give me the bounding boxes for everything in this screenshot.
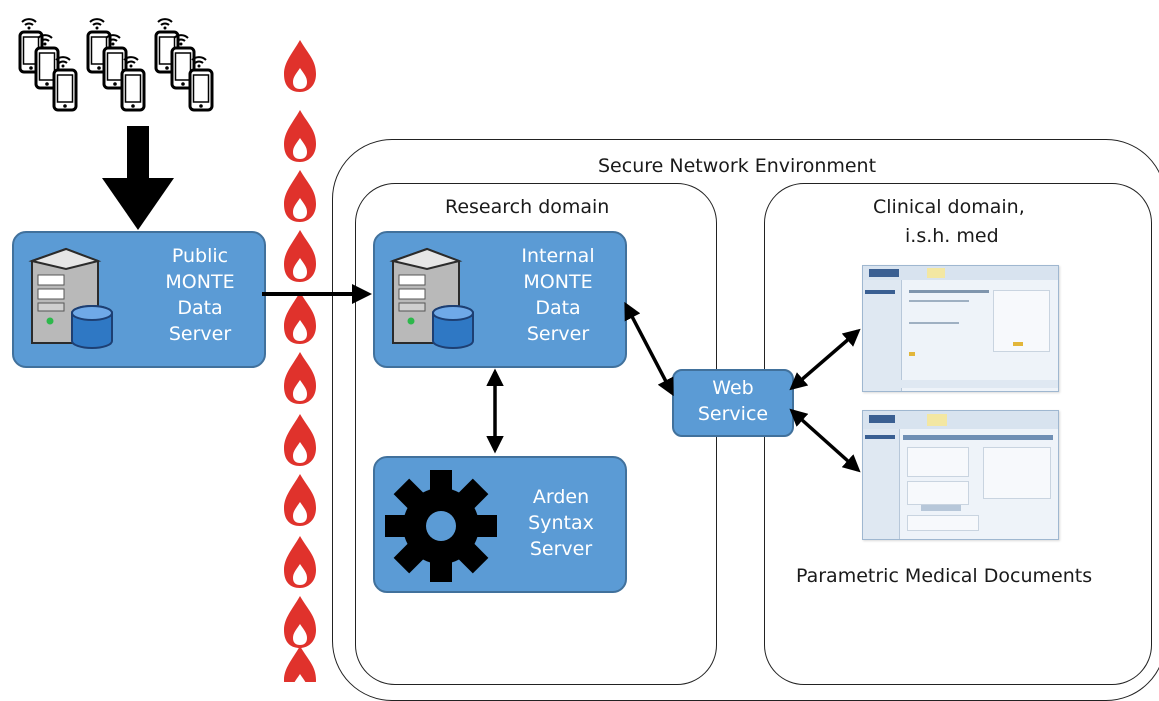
- server-database-icon: [389, 247, 474, 349]
- server-database-icon: [28, 247, 113, 349]
- label-line: Data: [535, 297, 581, 319]
- web-service: Web Service: [672, 369, 794, 437]
- internal-server-label: Internal MONTE Data Server: [503, 243, 613, 347]
- gear-icon: [385, 470, 497, 582]
- label-line: Public: [171, 245, 229, 267]
- webservice-doc1-arrow: [789, 328, 861, 391]
- public-monte-data-server: Public MONTE Data Server: [12, 231, 266, 368]
- webservice-doc2-arrow: [789, 408, 861, 473]
- label-line: Service: [697, 403, 769, 425]
- label-line: MONTE: [165, 271, 235, 293]
- internal-monte-data-server: Internal MONTE Data Server: [373, 231, 627, 368]
- label-line: MONTE: [523, 271, 593, 293]
- down-arrow-icon: [102, 126, 174, 230]
- label-line: Syntax: [528, 512, 594, 534]
- clinical-document-thumbnail: [862, 265, 1059, 392]
- label-line: Server: [168, 323, 232, 345]
- connections: [262, 284, 861, 473]
- web-service-label: Web Service: [674, 375, 792, 427]
- arden-syntax-server: Arden Syntax Server: [373, 456, 627, 593]
- internal-webservice-arrow: [624, 301, 674, 397]
- clinical-domain-title-line2: i.s.h. med: [905, 225, 999, 247]
- label-line: Data: [177, 297, 223, 319]
- clinical-domain-title-line1: Clinical domain,: [873, 196, 1025, 218]
- secure-network-title: Secure Network Environment: [598, 155, 877, 177]
- clinical-document-thumbnail: [862, 410, 1059, 540]
- arden-server-label: Arden Syntax Server: [511, 484, 611, 562]
- label-line: Arden: [532, 486, 590, 508]
- label-line: Web: [712, 377, 754, 399]
- label-line: Internal: [521, 245, 595, 267]
- documents-caption: Parametric Medical Documents: [796, 565, 1093, 587]
- public-server-label: Public MONTE Data Server: [150, 243, 250, 347]
- label-line: Server: [529, 538, 593, 560]
- label-line: Server: [526, 323, 590, 345]
- research-domain-title: Research domain: [445, 196, 610, 218]
